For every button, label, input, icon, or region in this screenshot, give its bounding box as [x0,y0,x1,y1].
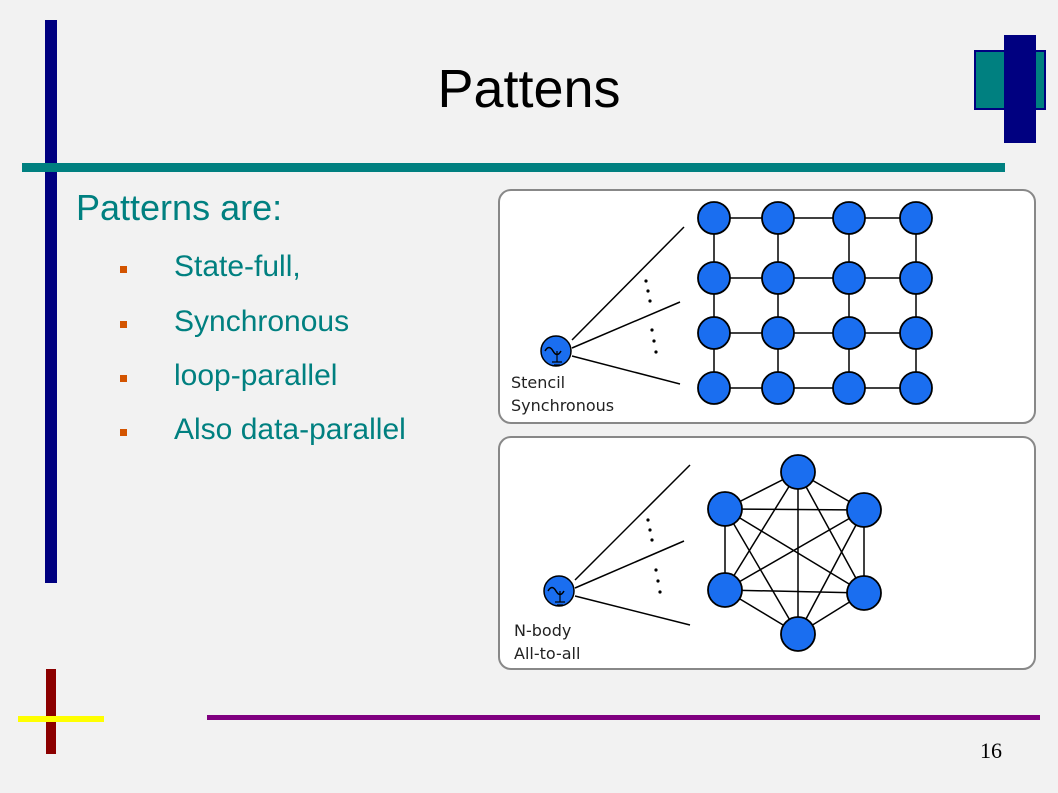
stencil-node [899,371,933,405]
stencil-node [761,316,795,350]
nbody-edge [724,508,865,511]
slide-title: Pattens [437,59,621,119]
stencil-diagram: Stencil Synchronous [498,189,1036,424]
bullet-text: State-full, [174,250,301,283]
stencil-node [697,201,731,235]
page-number: 16 [980,738,1002,763]
nbody-node [707,572,743,608]
bottom-yellow-bar [18,716,104,722]
subheading: Patterns are: [76,187,283,228]
nbody-node [780,454,816,490]
nbody-edge [724,509,865,591]
bullet-square-icon [120,321,127,328]
nbody-connector-lines [574,464,691,626]
nbody-edge [724,508,865,594]
title-underline-bar [22,163,1005,172]
nbody-edge [724,508,799,635]
stencil-grid-nodes [697,201,933,405]
nbody-panel [498,436,1036,670]
stencil-ellipsis-dots [644,279,658,354]
stencil-connector-lines [571,226,685,385]
stencil-panel [498,189,1036,424]
corner-navy-bar [1004,35,1036,143]
stencil-node [832,371,866,405]
bottom-purple-line [207,715,1040,720]
stencil-node [832,201,866,235]
bullet-text: Also data-parallel [174,413,406,446]
stencil-label-line1: Stencil [511,373,565,392]
stencil-node [832,316,866,350]
stencil-node [899,201,933,235]
nbody-edge [797,509,865,635]
stencil-label-line2: Synchronous [511,396,614,415]
stencil-node [697,316,731,350]
bullet-square-icon [120,429,127,436]
nbody-node [846,492,882,528]
stencil-node [697,261,731,295]
nbody-nodes [707,454,882,652]
stencil-node [899,261,933,295]
nbody-edge [724,589,865,594]
stencil-node [832,261,866,295]
bullet-square-icon [120,375,127,382]
bullet-text: Synchronous [174,305,350,338]
nbody-edges [724,471,865,635]
stencil-node [899,316,933,350]
bottom-darkred-bar [46,669,56,754]
bullet-text: loop-parallel [174,359,338,392]
nbody-node [846,575,882,611]
nbody-ellipsis-dots [646,518,662,594]
nbody-node [707,491,743,527]
stencil-source-icon [540,335,572,367]
stencil-node [697,371,731,405]
nbody-label-line2: All-to-all [514,644,580,663]
stencil-node [761,261,795,295]
nbody-source-icon [543,575,575,607]
nbody-edge [797,471,865,594]
left-vertical-bar [45,20,57,583]
nbody-diagram: N-body All-to-all [498,436,1036,670]
nbody-label-line1: N-body [514,621,571,640]
nbody-node [780,616,816,652]
bullet-square-icon [120,266,127,273]
stencil-node [761,371,795,405]
stencil-node [761,201,795,235]
